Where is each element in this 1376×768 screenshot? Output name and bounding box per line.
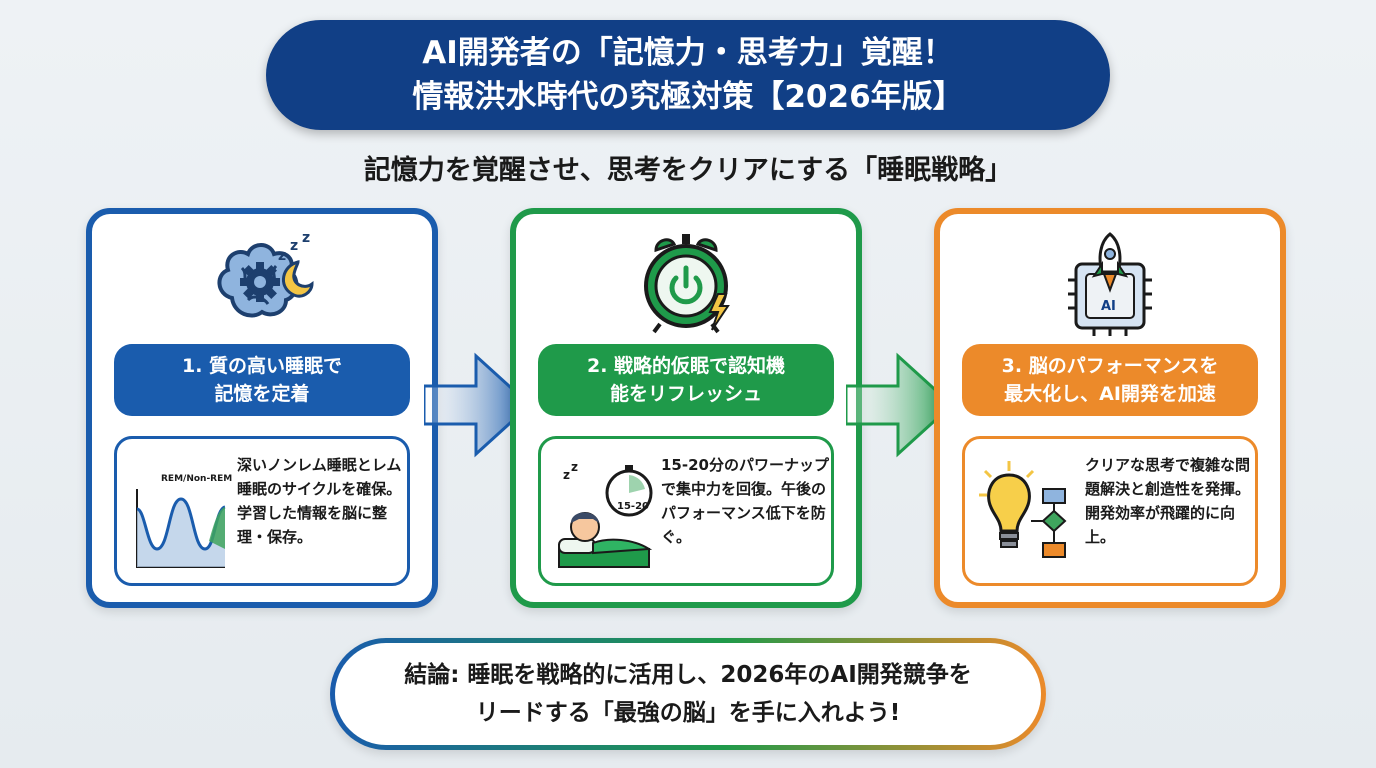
napping-person-icon: z z 15-20 <box>549 449 657 577</box>
svg-text:z: z <box>563 468 570 482</box>
conclusion-line-1: 結論: 睡眠を戦略的に活用し、2026年のAI開発競争を <box>404 662 972 688</box>
conclusion-banner: 結論: 睡眠を戦略的に活用し、2026年のAI開発競争を リードする「最強の脳」… <box>330 638 1046 750</box>
step-heading-1-line-2: 記憶を定着 <box>214 383 310 405</box>
alarm-clock-power-icon <box>516 228 856 338</box>
step-heading-2-line-1: 2. 戦略的仮眠で認知機 <box>586 355 786 377</box>
flow-arrow-2-icon <box>844 350 956 460</box>
step-heading-3: 3. 脳のパフォーマンスを 最大化し、AI開発を加速 <box>962 344 1258 416</box>
step-description-2: 15-20分のパワーナップで集中力を回復。午後のパフォーマンス低下を防ぐ。 <box>661 456 829 546</box>
svg-text:z: z <box>278 248 286 264</box>
step-heading-1-line-1: 1. 質の高い睡眠で <box>181 355 343 377</box>
svg-text:z: z <box>290 238 298 254</box>
step-description-3: クリアな思考で複雑な問題解決と創造性を発揮。開発効率が飛躍的に向上。 <box>1085 456 1251 546</box>
step-detail-2: z z 15-20 15-20分のパワーナップで集中力を回復。午後のパフォーマン… <box>538 436 834 586</box>
title-line-1: AI開発者の「記憶力・思考力」覚醒！ <box>422 35 954 71</box>
step-detail-3: クリアな思考で複雑な問題解決と創造性を発揮。開発効率が飛躍的に向上。 <box>962 436 1258 586</box>
chart-label: REM/Non-REM <box>161 474 232 484</box>
brain-gear-moon-icon: z z z <box>92 228 432 338</box>
conclusion-line-2: リードする「最強の脳」を手に入れよう! <box>475 700 901 726</box>
subtitle: 記憶力を覚醒させ、思考をクリアにする「睡眠戦略」 <box>363 155 1013 186</box>
step-heading-3-line-1: 3. 脳のパフォーマンスを <box>1001 355 1219 377</box>
lightbulb-flowchart-icon <box>973 449 1081 577</box>
flow-arrow-1-icon <box>422 350 534 460</box>
step-detail-1: REM/Non-REM 深いノンレム睡眠とレム睡眠のサイクルを確保。学習した情報… <box>114 436 410 586</box>
step-card-1: z z z 1. 質の高い睡眠で 記憶を定着 REM/Non-REM 深いノンレ… <box>86 208 438 608</box>
ai-chip-rocket-icon: AI <box>940 228 1280 338</box>
svg-text:z: z <box>571 460 578 474</box>
sleep-cycle-chart-icon: REM/Non-REM <box>125 449 233 577</box>
conclusion-text: 結論: 睡眠を戦略的に活用し、2026年のAI開発競争を リードする「最強の脳」… <box>335 643 1041 745</box>
step-heading-2-line-2: 能をリフレッシュ <box>609 383 762 405</box>
title-banner: AI開発者の「記憶力・思考力」覚醒！ 情報洪水時代の究極対策【2026年版】 <box>266 20 1110 130</box>
step-heading-2: 2. 戦略的仮眠で認知機 能をリフレッシュ <box>538 344 834 416</box>
title-line-2: 情報洪水時代の究極対策【2026年版】 <box>412 79 964 115</box>
clock-label: 15-20 <box>617 501 649 512</box>
step-heading-1: 1. 質の高い睡眠で 記憶を定着 <box>114 344 410 416</box>
step-card-2: 2. 戦略的仮眠で認知機 能をリフレッシュ z z 15-20 15-20分のパ… <box>510 208 862 608</box>
step-heading-3-line-2: 最大化し、AI開発を加速 <box>1004 383 1216 405</box>
chip-label: AI <box>1101 299 1116 314</box>
step-card-3: AI 3. 脳のパフォーマンスを 最大化し、AI開発を加速 <box>934 208 1286 608</box>
svg-text:z: z <box>302 230 310 246</box>
step-description-1: 深いノンレム睡眠とレム睡眠のサイクルを確保。学習した情報を脳に整理・保存。 <box>237 456 402 546</box>
